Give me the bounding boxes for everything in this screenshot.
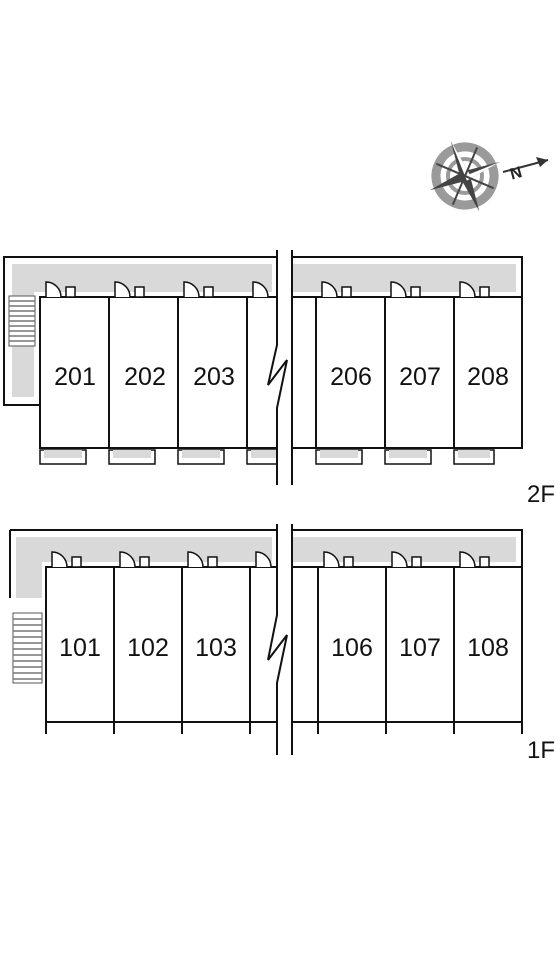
room-number-102: 102 [127, 634, 169, 662]
floor-2f: 201 202 203 206 207 208 2F [3, 250, 555, 508]
room-108 [453, 566, 523, 723]
room-number-207: 207 [399, 363, 441, 391]
room-number-203: 203 [193, 363, 235, 391]
room-104-partial [249, 566, 277, 723]
room-number-101: 101 [59, 634, 101, 662]
floor-label-1f: 1F [527, 737, 555, 764]
room-102 [113, 566, 183, 723]
floor-label-2f: 2F [527, 481, 555, 508]
stairs-2f [8, 295, 36, 347]
room-208 [453, 296, 523, 449]
room-number-108: 108 [467, 634, 509, 662]
room-202 [108, 296, 179, 449]
room-number-206: 206 [330, 363, 372, 391]
doors-2f [45, 281, 490, 298]
room-204-partial [246, 296, 277, 449]
room-number-201: 201 [54, 363, 96, 391]
room-201 [39, 296, 110, 449]
break-line-2f [267, 250, 293, 485]
room-number-202: 202 [124, 363, 166, 391]
compass-rose-icon [429, 140, 501, 212]
room-number-208: 208 [467, 363, 509, 391]
room-number-106: 106 [331, 634, 373, 662]
doors-1f [51, 551, 490, 568]
room-106 [317, 566, 387, 723]
ground-ticks-1f [45, 722, 523, 734]
stairs-1f [12, 612, 43, 684]
balconies-2f [39, 449, 495, 465]
floor-1f: 101 102 103 106 107 108 1F [9, 524, 555, 764]
compass-rose: N [429, 140, 549, 212]
break-line-1f [267, 524, 293, 755]
room-207 [384, 296, 455, 449]
room-number-103: 103 [195, 634, 237, 662]
room-103 [181, 566, 251, 723]
north-letter: N [508, 164, 524, 183]
room-203 [177, 296, 248, 449]
room-number-107: 107 [399, 634, 441, 662]
